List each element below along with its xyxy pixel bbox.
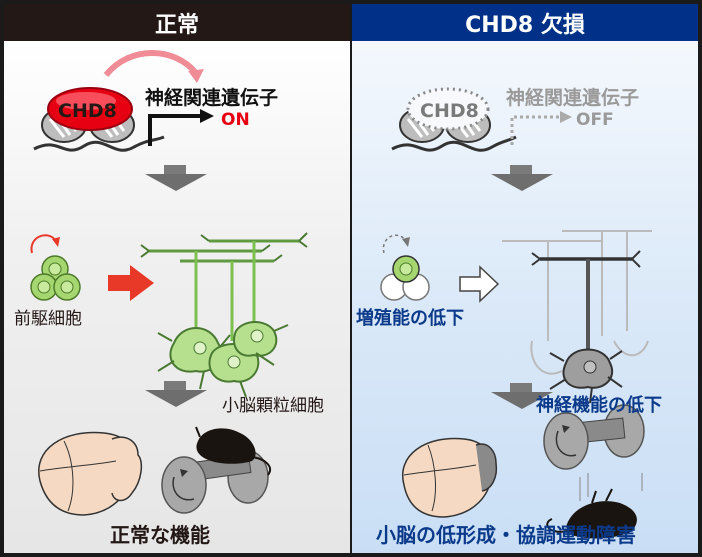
deficient-panel: CHD8 欠損 xyxy=(352,4,698,553)
normal-outcome-label: 正常な機能 xyxy=(110,523,210,547)
normal-header: 正常 xyxy=(4,4,350,41)
brain-icon xyxy=(38,431,143,516)
normal-panel: 正常 xyxy=(4,4,350,553)
differentiation-arrow-icon xyxy=(108,265,154,301)
chd8-absent-label: CHD8 xyxy=(420,100,479,122)
proliferation-label: 増殖能の低下 xyxy=(356,308,464,329)
granule-neurons-icon xyxy=(140,232,308,341)
hollow-arrow-icon xyxy=(459,265,500,303)
deficient-header: CHD8 欠損 xyxy=(352,4,698,41)
chd8-absent-icon xyxy=(406,87,490,131)
deficient-illustration xyxy=(380,87,652,539)
transcription-off-arrow-icon xyxy=(510,111,572,145)
progenitor-label: 前駆細胞 xyxy=(14,309,82,329)
impaired-neuron-icon xyxy=(531,250,641,404)
faded-neurons-icon xyxy=(502,230,652,375)
activation-curve-arrow-icon xyxy=(103,50,204,83)
neuron-soma-icon xyxy=(157,321,289,398)
down-arrow-icon xyxy=(491,165,553,191)
gene-status-off: OFF xyxy=(576,110,614,130)
falling-mouse-icon xyxy=(546,488,637,539)
granule-cell-label: 小脳顆粒細胞 xyxy=(222,396,324,416)
neural-function-label: 神経機能の低下 xyxy=(536,395,662,416)
gene-label: 神経関連遺伝子 xyxy=(145,87,279,109)
gene-label: 神経関連遺伝子 xyxy=(506,87,640,109)
down-arrow-icon xyxy=(145,165,207,191)
down-arrow-icon xyxy=(145,381,207,407)
deficient-outcome-label: 小脳の低形成・協調運動障害 xyxy=(376,523,636,547)
mouse-icon xyxy=(195,426,271,476)
transcription-start-arrow-icon xyxy=(148,109,214,146)
progenitor-cells-reduced-icon xyxy=(380,234,430,301)
hypoplastic-brain-icon xyxy=(401,437,498,518)
deficient-panel-body: CHD8 神経関連遺伝子 OFF 増殖能の低下 神経機能の低下 小脳の低形成・協… xyxy=(352,41,698,553)
progenitor-cells-icon xyxy=(30,234,81,301)
chd8-label: CHD8 xyxy=(58,100,117,122)
rotarod-icon xyxy=(161,450,269,514)
normal-panel-body: CHD8 神経関連遺伝子 ON 前駆細胞 小脳顆粒細胞 正常な機能 xyxy=(4,41,350,553)
gene-status-on: ON xyxy=(221,110,250,130)
normal-illustration xyxy=(30,50,308,516)
rotarod-icon xyxy=(543,404,645,501)
chd8-protein-icon xyxy=(47,87,133,131)
down-arrow-icon xyxy=(491,383,553,409)
